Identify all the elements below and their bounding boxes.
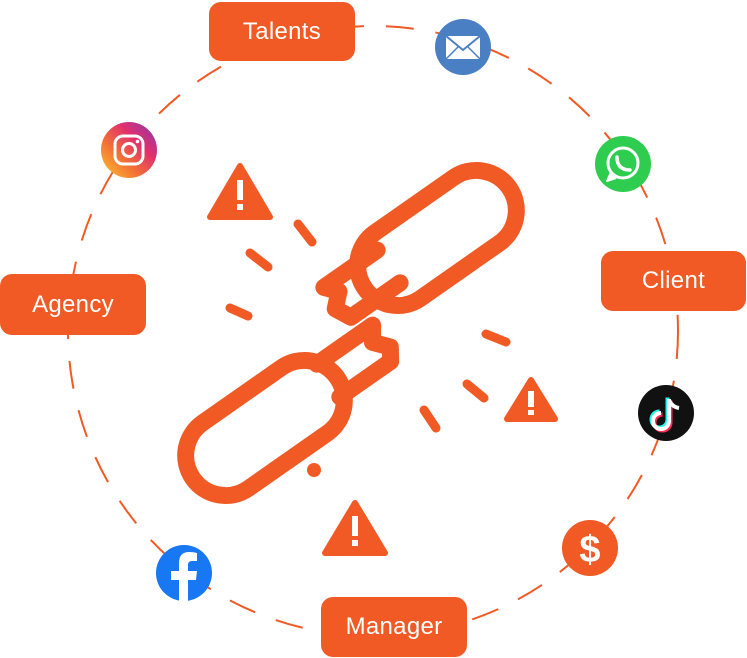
svg-text:$: $ [579, 529, 600, 571]
broken-chain-icon [177, 161, 525, 505]
agency-label[interactable]: Agency [0, 274, 146, 335]
chain-dot [307, 463, 321, 477]
envelope-icon[interactable] [435, 19, 491, 75]
dollar-icon[interactable]: $ [562, 520, 618, 576]
manager-label[interactable]: Manager [321, 597, 467, 657]
facebook-icon[interactable] [156, 545, 212, 601]
break-sparks [225, 219, 511, 433]
warning-icon [207, 163, 273, 220]
instagram-icon[interactable] [101, 122, 157, 178]
warning-icon [504, 377, 558, 422]
whatsapp-icon[interactable] [595, 136, 651, 192]
client-label[interactable]: Client [601, 251, 746, 311]
warning-icon [322, 500, 388, 556]
tiktok-icon[interactable] [638, 385, 694, 441]
talents-label[interactable]: Talents [209, 2, 355, 61]
